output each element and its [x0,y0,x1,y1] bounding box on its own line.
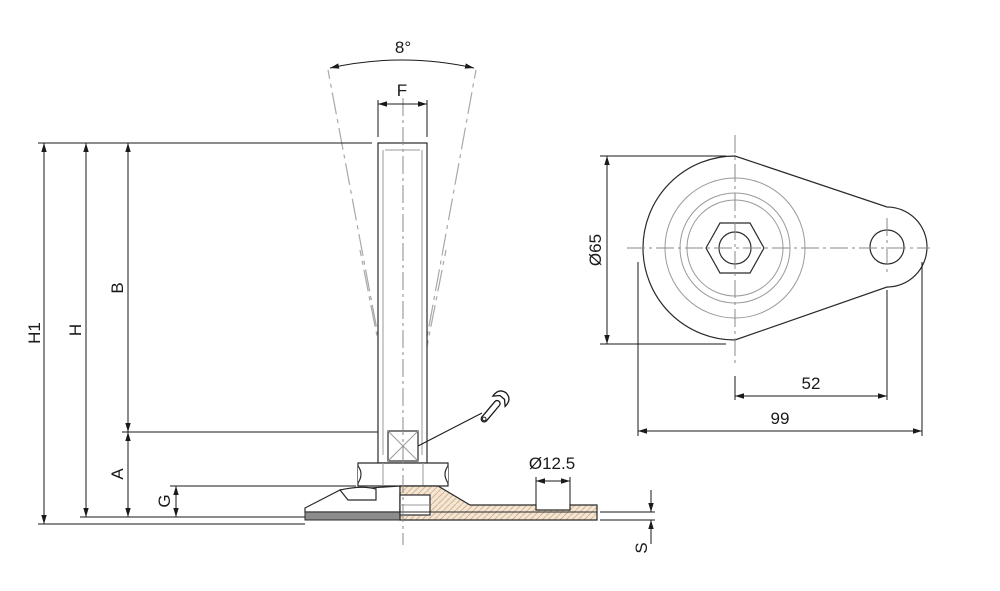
label-total-height: H1 [25,322,44,344]
label-height: H [66,324,85,336]
side-view: 8° F H1 H B A G S Ø12.5 [25,38,655,554]
wrench-callout [417,390,510,447]
label-angle: 8° [395,38,411,57]
label-hole-offset: 52 [802,374,821,393]
label-hole-diameter: Ø12.5 [529,454,575,473]
label-thread: F [397,81,407,100]
label-plate-diameter: Ø65 [586,234,605,266]
label-nut-height: G [155,494,174,507]
label-adjust-height: A [108,468,127,480]
hex-nut [357,462,449,487]
wrench-icon [480,390,510,423]
base-plate-exterior [304,485,401,521]
dimension-lines [41,59,654,544]
label-overall-length: 99 [771,409,790,428]
top-view: Ø65 52 99 [586,135,930,436]
label-plate-thickness: S [632,542,651,553]
label-thread-length: B [108,282,127,293]
base-plate-section [399,485,598,521]
